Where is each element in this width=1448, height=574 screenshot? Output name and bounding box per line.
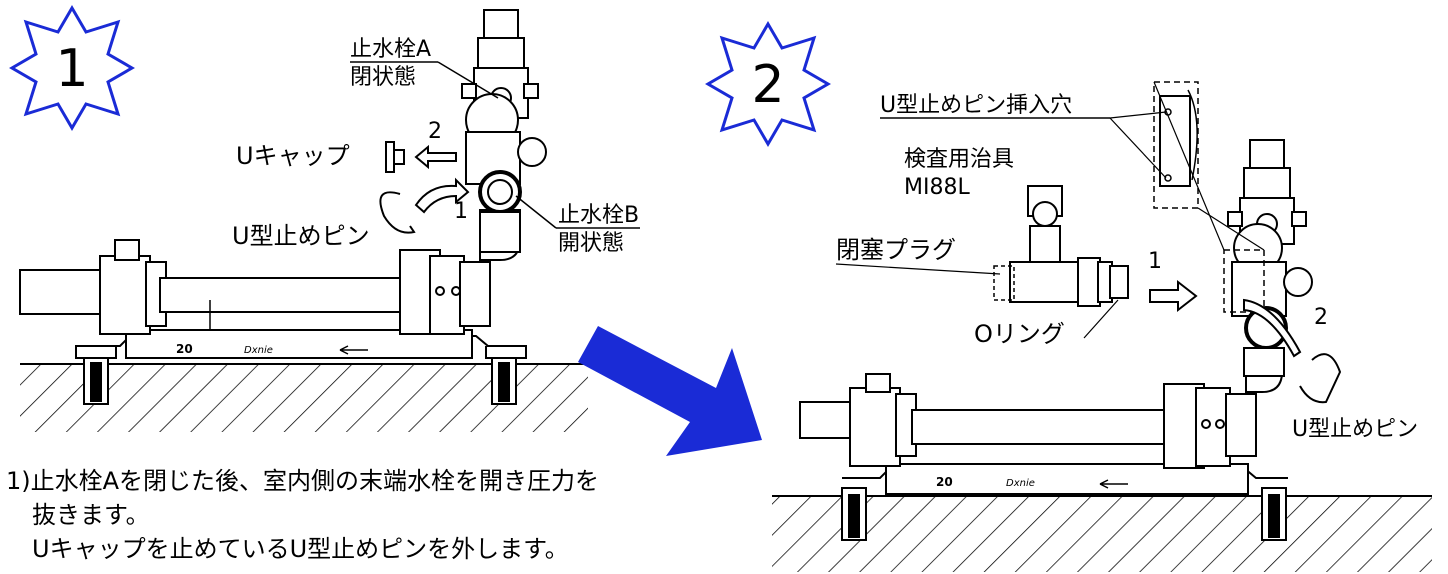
step2-badge-number: 2 [751, 55, 784, 115]
step2-plate-size: 20 [936, 475, 953, 489]
label-valve-b-line1: 止水栓B [558, 203, 639, 228]
step2-flow-arrow-icon [1099, 479, 1128, 489]
label-jig-line1: 検査用治具 [904, 147, 1014, 172]
step1-label-upin: U型止めピン [232, 222, 370, 250]
step1-remove-cap-arrow-icon [414, 144, 457, 170]
label-plug: 閉塞プラグ [836, 236, 956, 264]
step2-floor [772, 487, 1432, 572]
step1-badge: 1 [9, 5, 135, 131]
step2-badge: 2 [705, 21, 831, 147]
step2-manifold [799, 351, 1288, 495]
step2-upin-icon [1299, 353, 1342, 404]
label-jig-line2: MI88L [904, 175, 970, 200]
step2-label-upin: U型止めピン [1292, 417, 1418, 442]
step1-valve-stack [461, 9, 547, 253]
step2-label-2: 2 [1314, 305, 1328, 330]
step1-upin-icon [379, 191, 416, 234]
step1-plate-brand: Dxnie [244, 345, 273, 356]
step1-manifold [19, 209, 527, 359]
pin-hole-zoom-detail [1153, 81, 1199, 209]
transition-arrow-icon [578, 326, 762, 456]
step1-badge-number: 1 [55, 39, 88, 99]
inspection-jig [1009, 185, 1129, 307]
label-valve-a-line1: 止水栓A [350, 37, 431, 62]
label-pin-hole: U型止めピン挿入穴 [880, 93, 1072, 118]
step1-plate-size: 20 [176, 342, 193, 356]
step1-flow-arrow-icon [339, 345, 368, 355]
step2-label-1: 1 [1148, 249, 1162, 274]
step1-remove-pin-arrow-icon [414, 177, 470, 214]
instruction-line2: 抜きます。 [32, 501, 150, 529]
ucap-icon [385, 141, 405, 173]
label-oring: Oリング [974, 320, 1065, 348]
instruction-line1: 1)止水栓Aを閉じた後、室内側の末端水栓を開き圧力を [6, 467, 600, 495]
step2-pin-hole-detail-box [1223, 249, 1265, 313]
instruction-line3: Uキャップを止めているU型止めピンを外します。 [32, 535, 569, 563]
step2-valve-stack [1227, 139, 1313, 377]
label-valve-a-line2: 閉状態 [350, 65, 416, 90]
step2-plate-brand: Dxnie [1006, 478, 1035, 489]
step2-insert-arrow-icon [1149, 279, 1198, 313]
label-ucap: Uキャップ [236, 142, 350, 170]
step1-label-1: 1 [454, 199, 468, 224]
label-valve-b-line2: 開状態 [558, 231, 624, 256]
step1-floor [20, 355, 588, 432]
step1-label-2: 2 [428, 119, 442, 144]
closure-plug-outline [993, 265, 1015, 301]
instructions: 1)止水栓Aを閉じた後、室内側の末端水栓を開き圧力を 抜きます。 Uキャップを止… [6, 464, 766, 566]
step2-pin-insert-icon [1243, 298, 1302, 358]
